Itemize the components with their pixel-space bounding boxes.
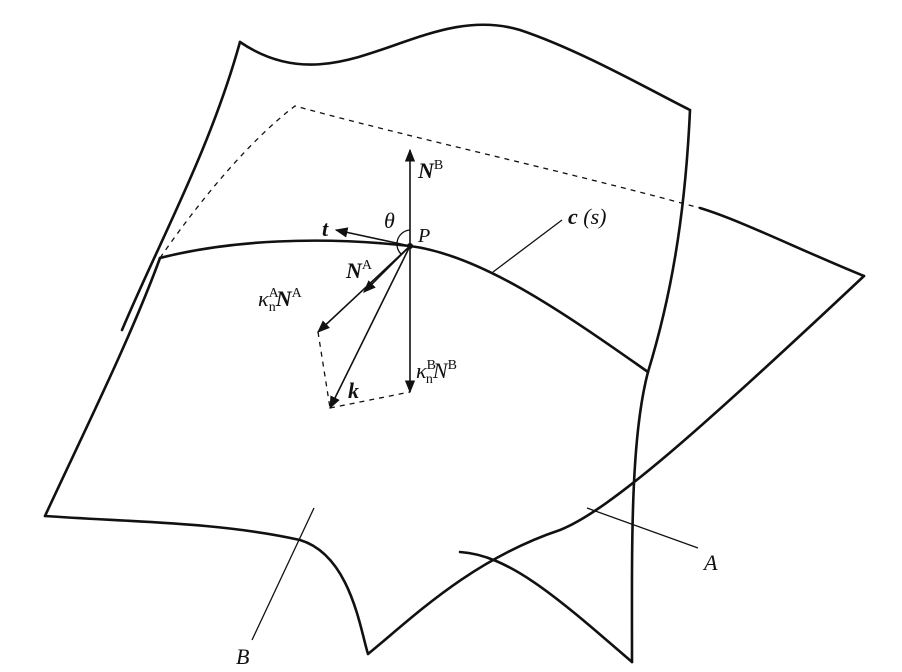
parallelogram-edge-left: [317, 331, 331, 409]
point-p-marker: [407, 243, 413, 249]
label-surface-a: A: [702, 550, 718, 575]
surface-b-left-edge: [43, 256, 162, 518]
label-normal-a: NA: [345, 258, 373, 283]
kappa-a-normal-a-vector: [317, 245, 411, 333]
tangent-vector: [334, 227, 411, 247]
surface-b-far-edge: [698, 206, 866, 278]
parallelogram-edge-bottom: [329, 391, 411, 409]
curvature-vector-k: [329, 245, 411, 410]
intersection-curve: [158, 239, 650, 374]
label-point-p: P: [417, 225, 430, 247]
label-tangent: t: [322, 216, 329, 241]
surface-a-lower-edge: [458, 550, 634, 664]
label-normal-b: NB: [417, 158, 443, 183]
surface-a-left-edge: [120, 40, 242, 332]
surface-b-leader: [251, 507, 315, 641]
surface-b-bottom-edge: [43, 274, 866, 656]
theta-angle-arc-lower: [396, 242, 402, 255]
surface-a-bottom-edge: [630, 370, 650, 664]
theta-angle-arc: [396, 229, 411, 244]
label-curvature-k: k: [348, 378, 359, 403]
curve-c-leader: [492, 219, 563, 273]
surface-a-right-edge: [646, 108, 692, 374]
label-theta: θ: [384, 208, 395, 233]
label-curve-c: c (s): [568, 204, 606, 229]
surface-b-hidden-edge: [159, 105, 701, 259]
label-surface-b: B: [236, 644, 249, 669]
surface-a-leader: [586, 507, 699, 549]
surface-a-top-edge: [238, 23, 692, 112]
